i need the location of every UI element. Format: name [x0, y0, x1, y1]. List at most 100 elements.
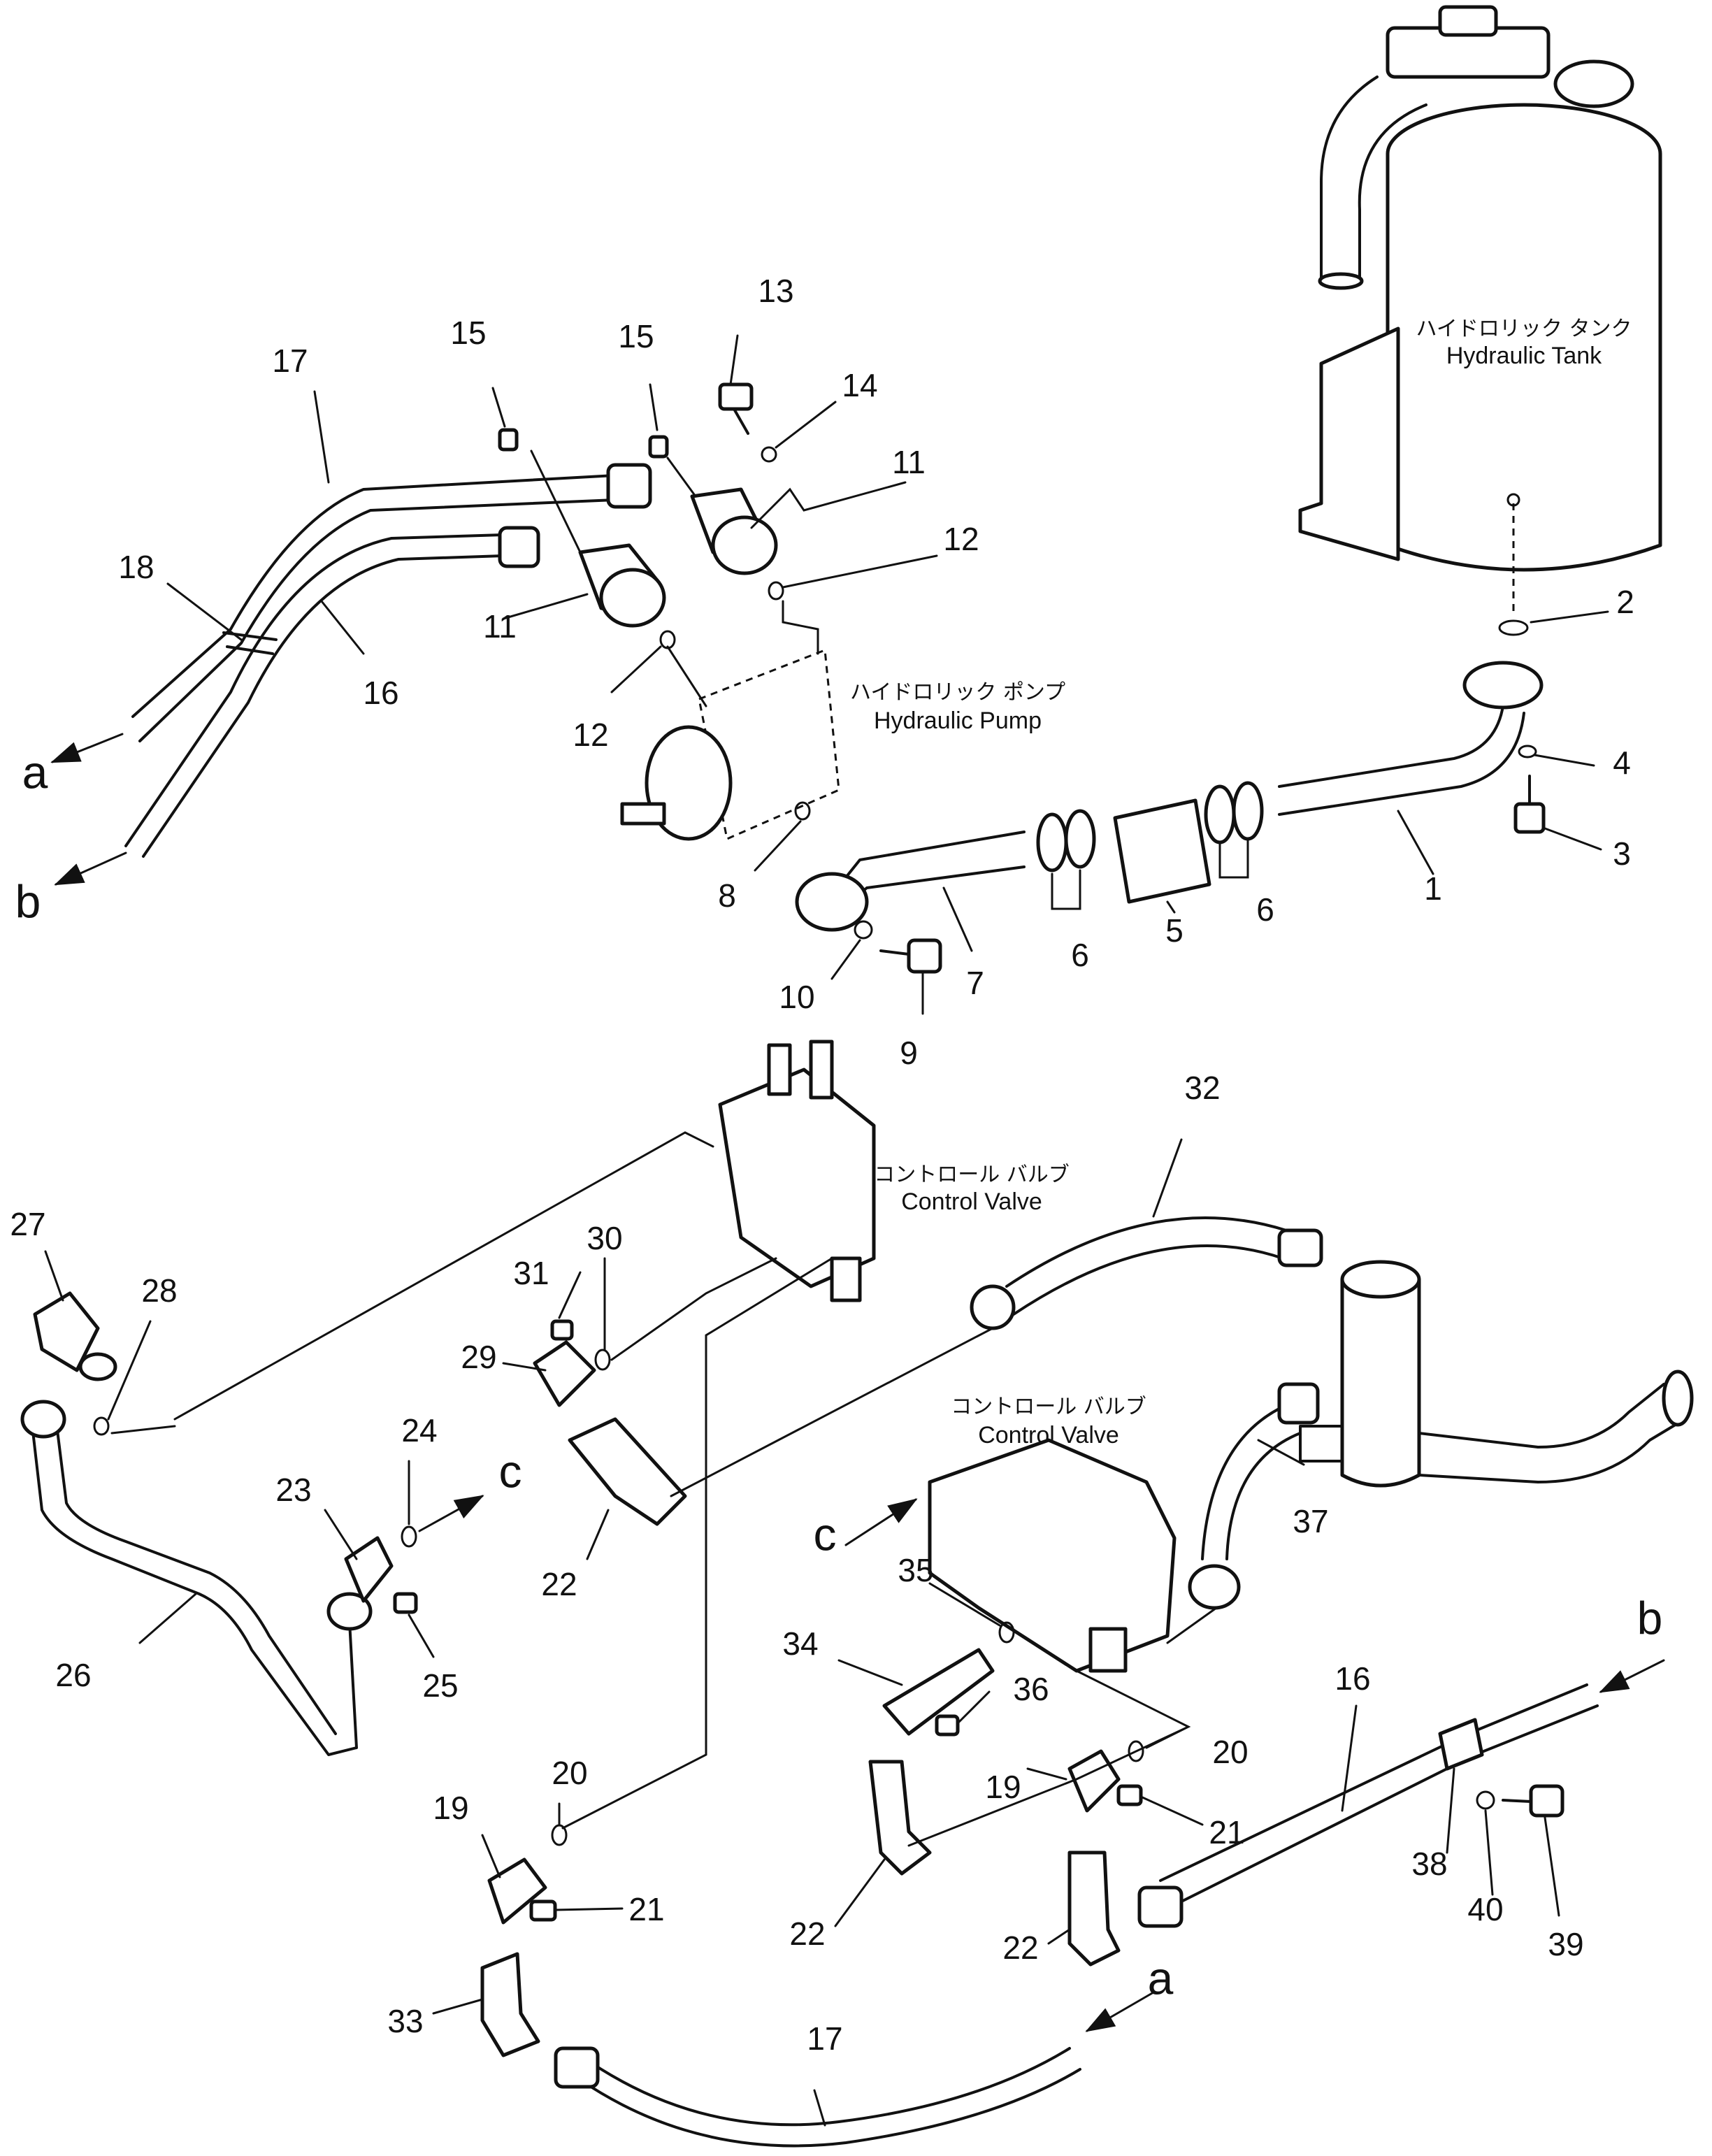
washer-10: [854, 920, 873, 940]
washer-14: [761, 446, 777, 463]
elbow-19-right: [1067, 1749, 1121, 1813]
o-ring-12-left: [659, 630, 676, 649]
control-valve-1-label: コントロール バルブ Control Valve: [874, 1163, 1070, 1215]
connection-letters: a b c c b a: [15, 746, 1663, 2004]
part-label: 27: [10, 1206, 45, 1242]
part-label: 21: [628, 1891, 664, 1927]
svg-text:Control Valve: Control Valve: [978, 1422, 1119, 1449]
part-label: 18: [118, 549, 154, 585]
part-label: 20: [552, 1755, 587, 1791]
part-label: 17: [272, 343, 308, 379]
o-ring-8: [794, 801, 811, 821]
part-label: 6: [1071, 937, 1089, 973]
part-label: 15: [450, 315, 486, 351]
o-ring-35: [998, 1621, 1015, 1644]
connection-c-right: c: [814, 1508, 837, 1560]
svg-text:Control Valve: Control Valve: [901, 1188, 1042, 1215]
part-label: 6: [1256, 891, 1274, 928]
hose-32: [970, 1216, 1323, 1330]
connection-a-top: a: [22, 746, 48, 798]
washer-40: [1476, 1790, 1495, 1810]
elbow-33: [480, 1952, 540, 2057]
part-label: 14: [842, 367, 877, 403]
part-label: 23: [275, 1472, 311, 1508]
part-label: 20: [1212, 1734, 1248, 1770]
elbow-22-lower: [1067, 1850, 1121, 1967]
hose-37: [1188, 1382, 1320, 1610]
part-label: 1: [1424, 870, 1442, 907]
svg-text:ハイドロリック ポンプ: ハイドロリック ポンプ: [850, 680, 1065, 705]
part-label: 26: [55, 1657, 91, 1693]
hydraulic-tank-label: ハイドロリック タンク Hydraulic Tank: [1416, 317, 1632, 369]
part-label: 40: [1467, 1891, 1503, 1927]
bolt-9: [879, 938, 942, 974]
part-label: 16: [1335, 1660, 1370, 1697]
part-label: 33: [387, 2003, 423, 2039]
svg-text:ハイドロリック タンク: ハイドロリック タンク: [1416, 317, 1632, 341]
bolt-39: [1502, 1784, 1564, 1818]
part-label: 19: [433, 1790, 468, 1826]
part-label: 16: [363, 675, 398, 711]
hydraulic-pump-label: ハイドロリック ポンプ Hydraulic Pump: [850, 680, 1065, 734]
o-ring-28: [93, 1416, 110, 1436]
bolt-3: [1513, 775, 1546, 834]
part-label: 39: [1548, 1926, 1583, 1962]
part-label: 19: [985, 1769, 1021, 1805]
part-label: 22: [1002, 1929, 1038, 1966]
hose-5: [1113, 798, 1211, 904]
pipe-26: [20, 1400, 373, 1756]
o-ring-24: [401, 1525, 417, 1548]
plug-36: [935, 1714, 960, 1737]
part-label: 22: [789, 1916, 825, 1952]
hose-16-lower: [1137, 1683, 1599, 1928]
part-label: 31: [513, 1255, 549, 1291]
part-label: 4: [1613, 745, 1631, 781]
part-label: 32: [1184, 1070, 1220, 1106]
elbow-29: [533, 1340, 596, 1407]
flange-elbow-11-right: [690, 487, 778, 575]
hose-17-lower: [554, 2046, 1081, 2148]
svg-text:コントロール バルブ: コントロール バルブ: [951, 1395, 1146, 1419]
part-label: 8: [718, 877, 736, 914]
flow-arrows: [50, 733, 1665, 2032]
part-label: 3: [1613, 835, 1631, 872]
control-valve-2-label: コントロール バルブ Control Valve: [951, 1395, 1146, 1449]
hydraulic-pump: [620, 648, 840, 841]
part-label: 37: [1293, 1503, 1328, 1539]
part-label: 30: [587, 1220, 622, 1256]
svg-text:Hydraulic Pump: Hydraulic Pump: [874, 707, 1042, 734]
part-label: 35: [898, 1552, 933, 1588]
part-label: 12: [573, 717, 608, 753]
elbow-22-middle: [868, 1760, 932, 1876]
svg-text:Hydraulic Tank: Hydraulic Tank: [1446, 343, 1602, 369]
part-label: 11: [483, 608, 517, 645]
elbow-34: [882, 1648, 995, 1736]
elbow-22-upper: [568, 1417, 687, 1526]
connection-b-right: b: [1637, 1592, 1663, 1644]
part-label: 7: [966, 965, 984, 1001]
connection-b-top: b: [15, 875, 41, 927]
part-label: 28: [141, 1272, 177, 1309]
connection-c-left: c: [499, 1445, 522, 1497]
part-label: 9: [900, 1035, 918, 1071]
clamps-6: [1036, 781, 1264, 872]
part-label: 2: [1616, 584, 1634, 620]
control-valve-2: [928, 1438, 1177, 1673]
part-label: 34: [782, 1625, 818, 1662]
bolt-13: [718, 382, 754, 435]
o-ring-12-right: [768, 581, 784, 601]
elbow-19-lower: [487, 1857, 547, 1925]
pipe-1: [1278, 661, 1544, 816]
connection-a-bottom: a: [1148, 1952, 1174, 2004]
o-ring-2: [1498, 619, 1529, 636]
hose-17-upper: [131, 463, 652, 742]
elbow-23: [344, 1536, 394, 1603]
part-label: 22: [541, 1566, 577, 1602]
part-number-labels: 1 2 3 4 5 6 6 7 8 9 10 11 11 12 12 13 14…: [10, 273, 1634, 2057]
part-label: 25: [422, 1667, 458, 1704]
o-ring-30: [594, 1349, 611, 1371]
plug-21-lower: [529, 1899, 557, 1922]
part-label: 10: [779, 979, 814, 1015]
plug-25: [393, 1592, 418, 1614]
